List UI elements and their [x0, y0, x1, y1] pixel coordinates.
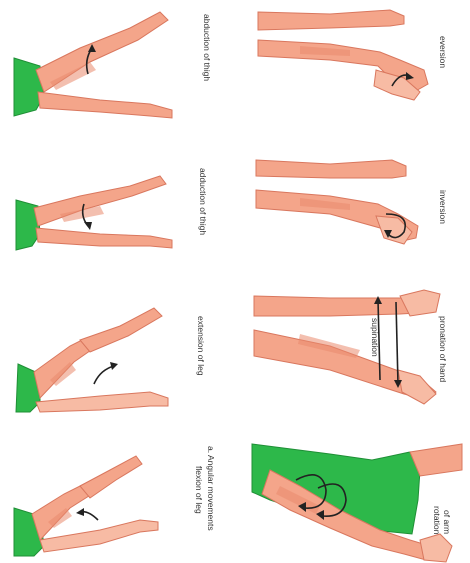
lower-leg-extended: [80, 308, 162, 352]
panel-abduction-of-thigh: abduction of thigh: [14, 12, 212, 118]
label-adduction-of-thigh: adduction of thigh: [198, 168, 208, 235]
straight-leg: [38, 92, 172, 118]
panel-eversion: eversion: [258, 10, 448, 100]
leg-upper: [256, 160, 406, 178]
lower-leg-bent: [36, 392, 168, 412]
panel-pronation-of-hand: supination pronation of hand: [254, 290, 448, 404]
torso-skin: [410, 444, 462, 476]
lower-leg-flexed: [80, 456, 142, 498]
hand: [420, 534, 452, 562]
label-inversion: inversion: [438, 190, 448, 224]
panel-rotation-of-arm: rotation of arm: [252, 444, 462, 562]
label-eversion: eversion: [438, 36, 448, 68]
leg-upper: [258, 10, 404, 30]
panel-extension-of-leg: extension of leg: [16, 308, 206, 412]
extension-arrow: [94, 366, 114, 384]
panel-adduction-of-thigh: adduction of thigh: [16, 168, 208, 250]
label-of-arm: of arm: [442, 510, 452, 534]
label-abduction-of-thigh: abduction of thigh: [202, 14, 212, 81]
label-extension-of-leg: extension of leg: [196, 316, 206, 376]
label-flexion-of-leg: flexion of leg: [194, 466, 204, 514]
label-rotation: rotation: [432, 506, 442, 535]
adducting-leg: [34, 176, 166, 226]
hand-lower: [398, 370, 436, 404]
panel-flexion-of-leg: flexion of leg a. Angular movements: [14, 446, 216, 556]
label-supination: supination: [370, 318, 380, 357]
straight-leg: [36, 228, 172, 248]
panel-inversion: inversion: [256, 160, 448, 244]
label-pronation-of-hand: pronation of hand: [438, 316, 448, 382]
label-angular-movements: a. Angular movements: [206, 446, 216, 531]
